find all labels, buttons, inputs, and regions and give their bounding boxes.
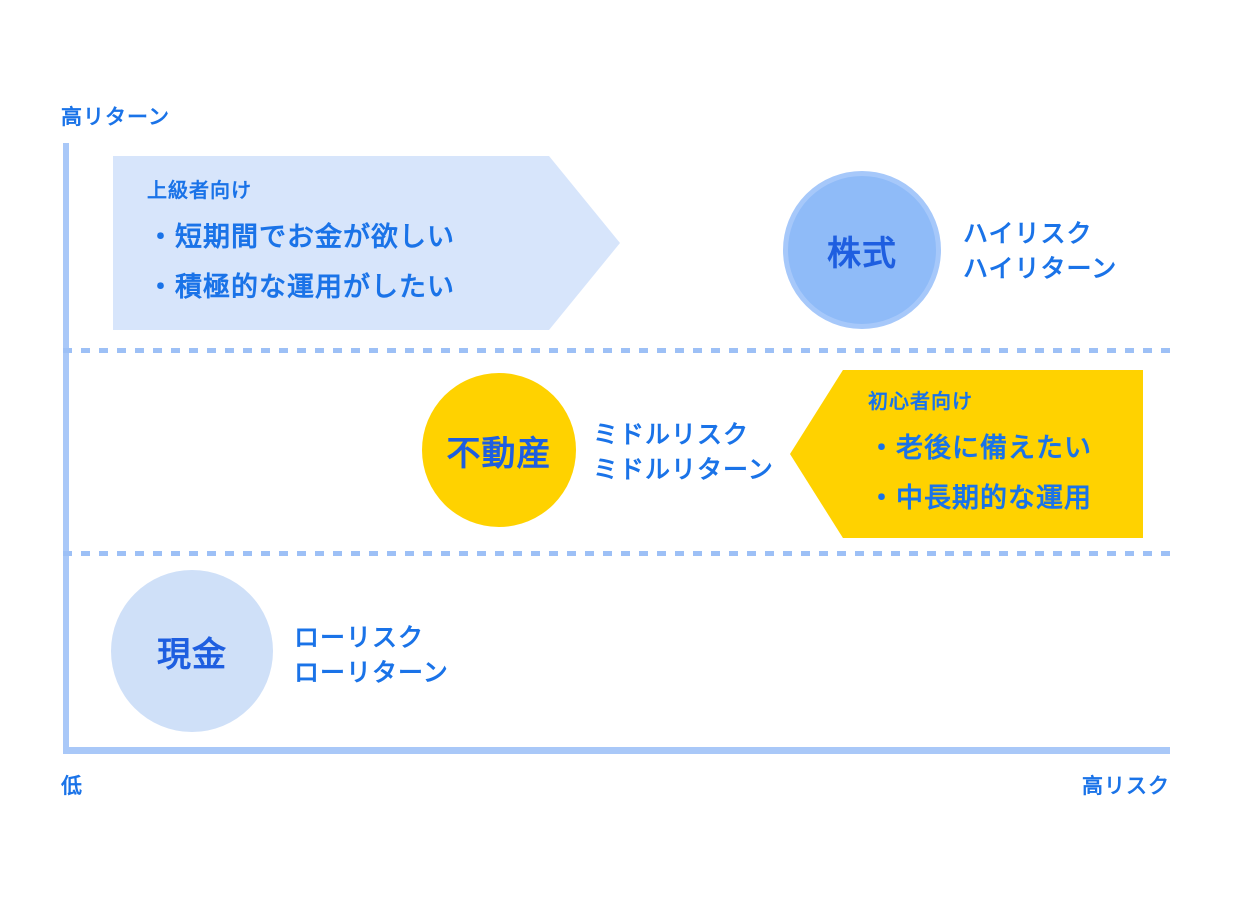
cash-circle-label: 現金 bbox=[157, 634, 227, 675]
beginner-banner-heading: 初心者向け bbox=[868, 388, 973, 413]
y-axis-line bbox=[63, 143, 69, 754]
real-estate-risk-line-1: ミドルリスク bbox=[593, 420, 750, 449]
cash-risk-line-2: ローリターン bbox=[294, 658, 449, 687]
stocks-circle-label: 株式 bbox=[827, 233, 897, 274]
advanced-banner-bullet-2: ・積極的な運用がしたい bbox=[147, 271, 455, 303]
stocks-risk-label: ハイリスク ハイリターン bbox=[963, 216, 1117, 286]
stocks-risk-line-1: ハイリスク bbox=[963, 219, 1093, 248]
stocks-circle: 株式 bbox=[783, 171, 941, 329]
real-estate-circle: 不動産 bbox=[422, 373, 576, 527]
beginner-banner-bullet-1: ・老後に備えたい bbox=[868, 432, 1092, 464]
x-axis-low-label: 低 bbox=[61, 774, 82, 798]
advanced-banner-heading: 上級者向け bbox=[147, 177, 252, 202]
y-axis-high-return-label: 高リターン bbox=[61, 105, 170, 129]
advanced-investor-banner: 上級者向け ・短期間でお金が欲しい ・積極的な運用がしたい bbox=[113, 156, 620, 330]
x-axis-high-risk-label: 高リスク bbox=[1082, 774, 1170, 798]
stocks-risk-line-2: ハイリターン bbox=[963, 254, 1118, 283]
real-estate-risk-line-2: ミドルリターン bbox=[593, 455, 774, 484]
cash-risk-line-1: ローリスク bbox=[294, 623, 425, 652]
band-divider-upper bbox=[63, 348, 1170, 353]
beginner-banner-bullet-2: ・中長期的な運用 bbox=[868, 482, 1092, 514]
cash-risk-label: ローリスク ローリターン bbox=[294, 620, 449, 690]
real-estate-risk-label: ミドルリスク ミドルリターン bbox=[593, 417, 774, 487]
advanced-banner-bullet-1: ・短期間でお金が欲しい bbox=[147, 221, 455, 253]
cash-circle: 現金 bbox=[111, 570, 273, 732]
band-divider-lower bbox=[63, 551, 1170, 556]
beginner-investor-banner: 初心者向け ・老後に備えたい ・中長期的な運用 bbox=[790, 370, 1143, 538]
x-axis-line bbox=[63, 747, 1170, 754]
real-estate-circle-label: 不動産 bbox=[446, 433, 552, 474]
